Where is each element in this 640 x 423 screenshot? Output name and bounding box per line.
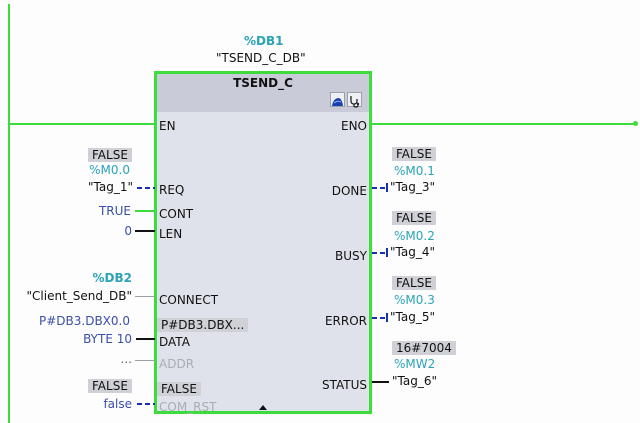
status-monitor-value: 16#7004 [392, 341, 456, 355]
tsend-c-block[interactable]: TSEND_C EN REQ CONT LEN CONNECT P#DB3.DB… [154, 71, 372, 414]
pin-busy: BUSY [335, 249, 367, 263]
pin-eno: ENO [340, 119, 367, 133]
pin-en: EN [159, 119, 176, 133]
pin-len: LEN [159, 227, 183, 241]
diagnostics-stethoscope-icon[interactable] [347, 92, 362, 108]
pin-data: DATA [159, 335, 190, 349]
status-connection-line [372, 381, 389, 383]
pin-com-rst: COM_RST [159, 400, 217, 414]
req-connection-line [137, 187, 155, 189]
data-inner-value: P#DB3.DBX... [157, 318, 249, 332]
done-connection-line [372, 187, 386, 189]
busy-operand[interactable]: "Tag_4" [390, 245, 435, 259]
error-operand[interactable]: "Tag_5" [390, 310, 435, 324]
busy-address[interactable]: %M0.2 [394, 229, 435, 243]
eno-powerflow-line [372, 123, 636, 125]
connect-operand[interactable]: "Client_Send_DB" [26, 289, 132, 303]
eno-line-end-dot [633, 121, 638, 126]
req-address[interactable]: %M0.0 [89, 163, 130, 177]
data-operand-length[interactable]: BYTE 10 [83, 332, 132, 346]
instance-db-address[interactable]: %DB1 [244, 34, 284, 48]
error-coil-tick [386, 313, 388, 322]
addr-operand[interactable]: ... [120, 352, 132, 366]
com-rst-monitor-value: FALSE [88, 379, 132, 393]
busy-coil-tick [386, 248, 388, 257]
block-title: TSEND_C [233, 76, 293, 90]
left-power-rail [8, 4, 10, 423]
cloud-connection-icon[interactable] [330, 92, 345, 107]
data-connection-line [136, 338, 155, 340]
pin-cont: CONT [159, 207, 194, 221]
pin-addr: ADDR [159, 357, 195, 371]
done-address[interactable]: %M0.1 [394, 164, 435, 178]
data-operand-pointer[interactable]: P#DB3.DBX0.0 [39, 314, 130, 328]
pin-status: STATUS [321, 378, 367, 392]
len-connection-line [135, 230, 155, 232]
com-rst-operand[interactable]: false [103, 397, 132, 411]
cont-operand[interactable]: TRUE [98, 204, 131, 218]
status-operand[interactable]: "Tag_6" [392, 374, 437, 388]
en-powerflow-line [9, 123, 155, 125]
pin-req: REQ [159, 183, 185, 197]
done-coil-tick [386, 183, 388, 192]
com-rst-connection-line [137, 403, 155, 405]
done-monitor-value: FALSE [392, 147, 436, 161]
block-header: TSEND_C [157, 74, 369, 112]
req-monitor-value: FALSE [88, 148, 132, 162]
expand-collapse-arrow-icon[interactable] [259, 405, 267, 410]
pin-connect: CONNECT [159, 293, 219, 307]
pin-done: DONE [331, 184, 367, 198]
len-operand[interactable]: 0 [124, 224, 132, 238]
instance-db-name[interactable]: "TSEND_C_DB" [216, 51, 306, 65]
error-address[interactable]: %M0.3 [394, 293, 435, 307]
req-operand[interactable]: "Tag_1" [88, 180, 133, 194]
status-address[interactable]: %MW2 [394, 357, 436, 371]
addr-connection-line [135, 360, 155, 361]
connect-address[interactable]: %DB2 [92, 271, 132, 285]
error-connection-line [372, 317, 386, 319]
error-monitor-value: FALSE [392, 276, 436, 290]
busy-monitor-value: FALSE [392, 211, 436, 225]
busy-connection-line [372, 252, 386, 254]
connect-connection-line [135, 296, 155, 297]
pin-error: ERROR [324, 314, 367, 328]
com-rst-inner-value: FALSE [157, 382, 201, 396]
done-operand[interactable]: "Tag_3" [390, 180, 435, 194]
cont-connection-line [135, 210, 155, 212]
